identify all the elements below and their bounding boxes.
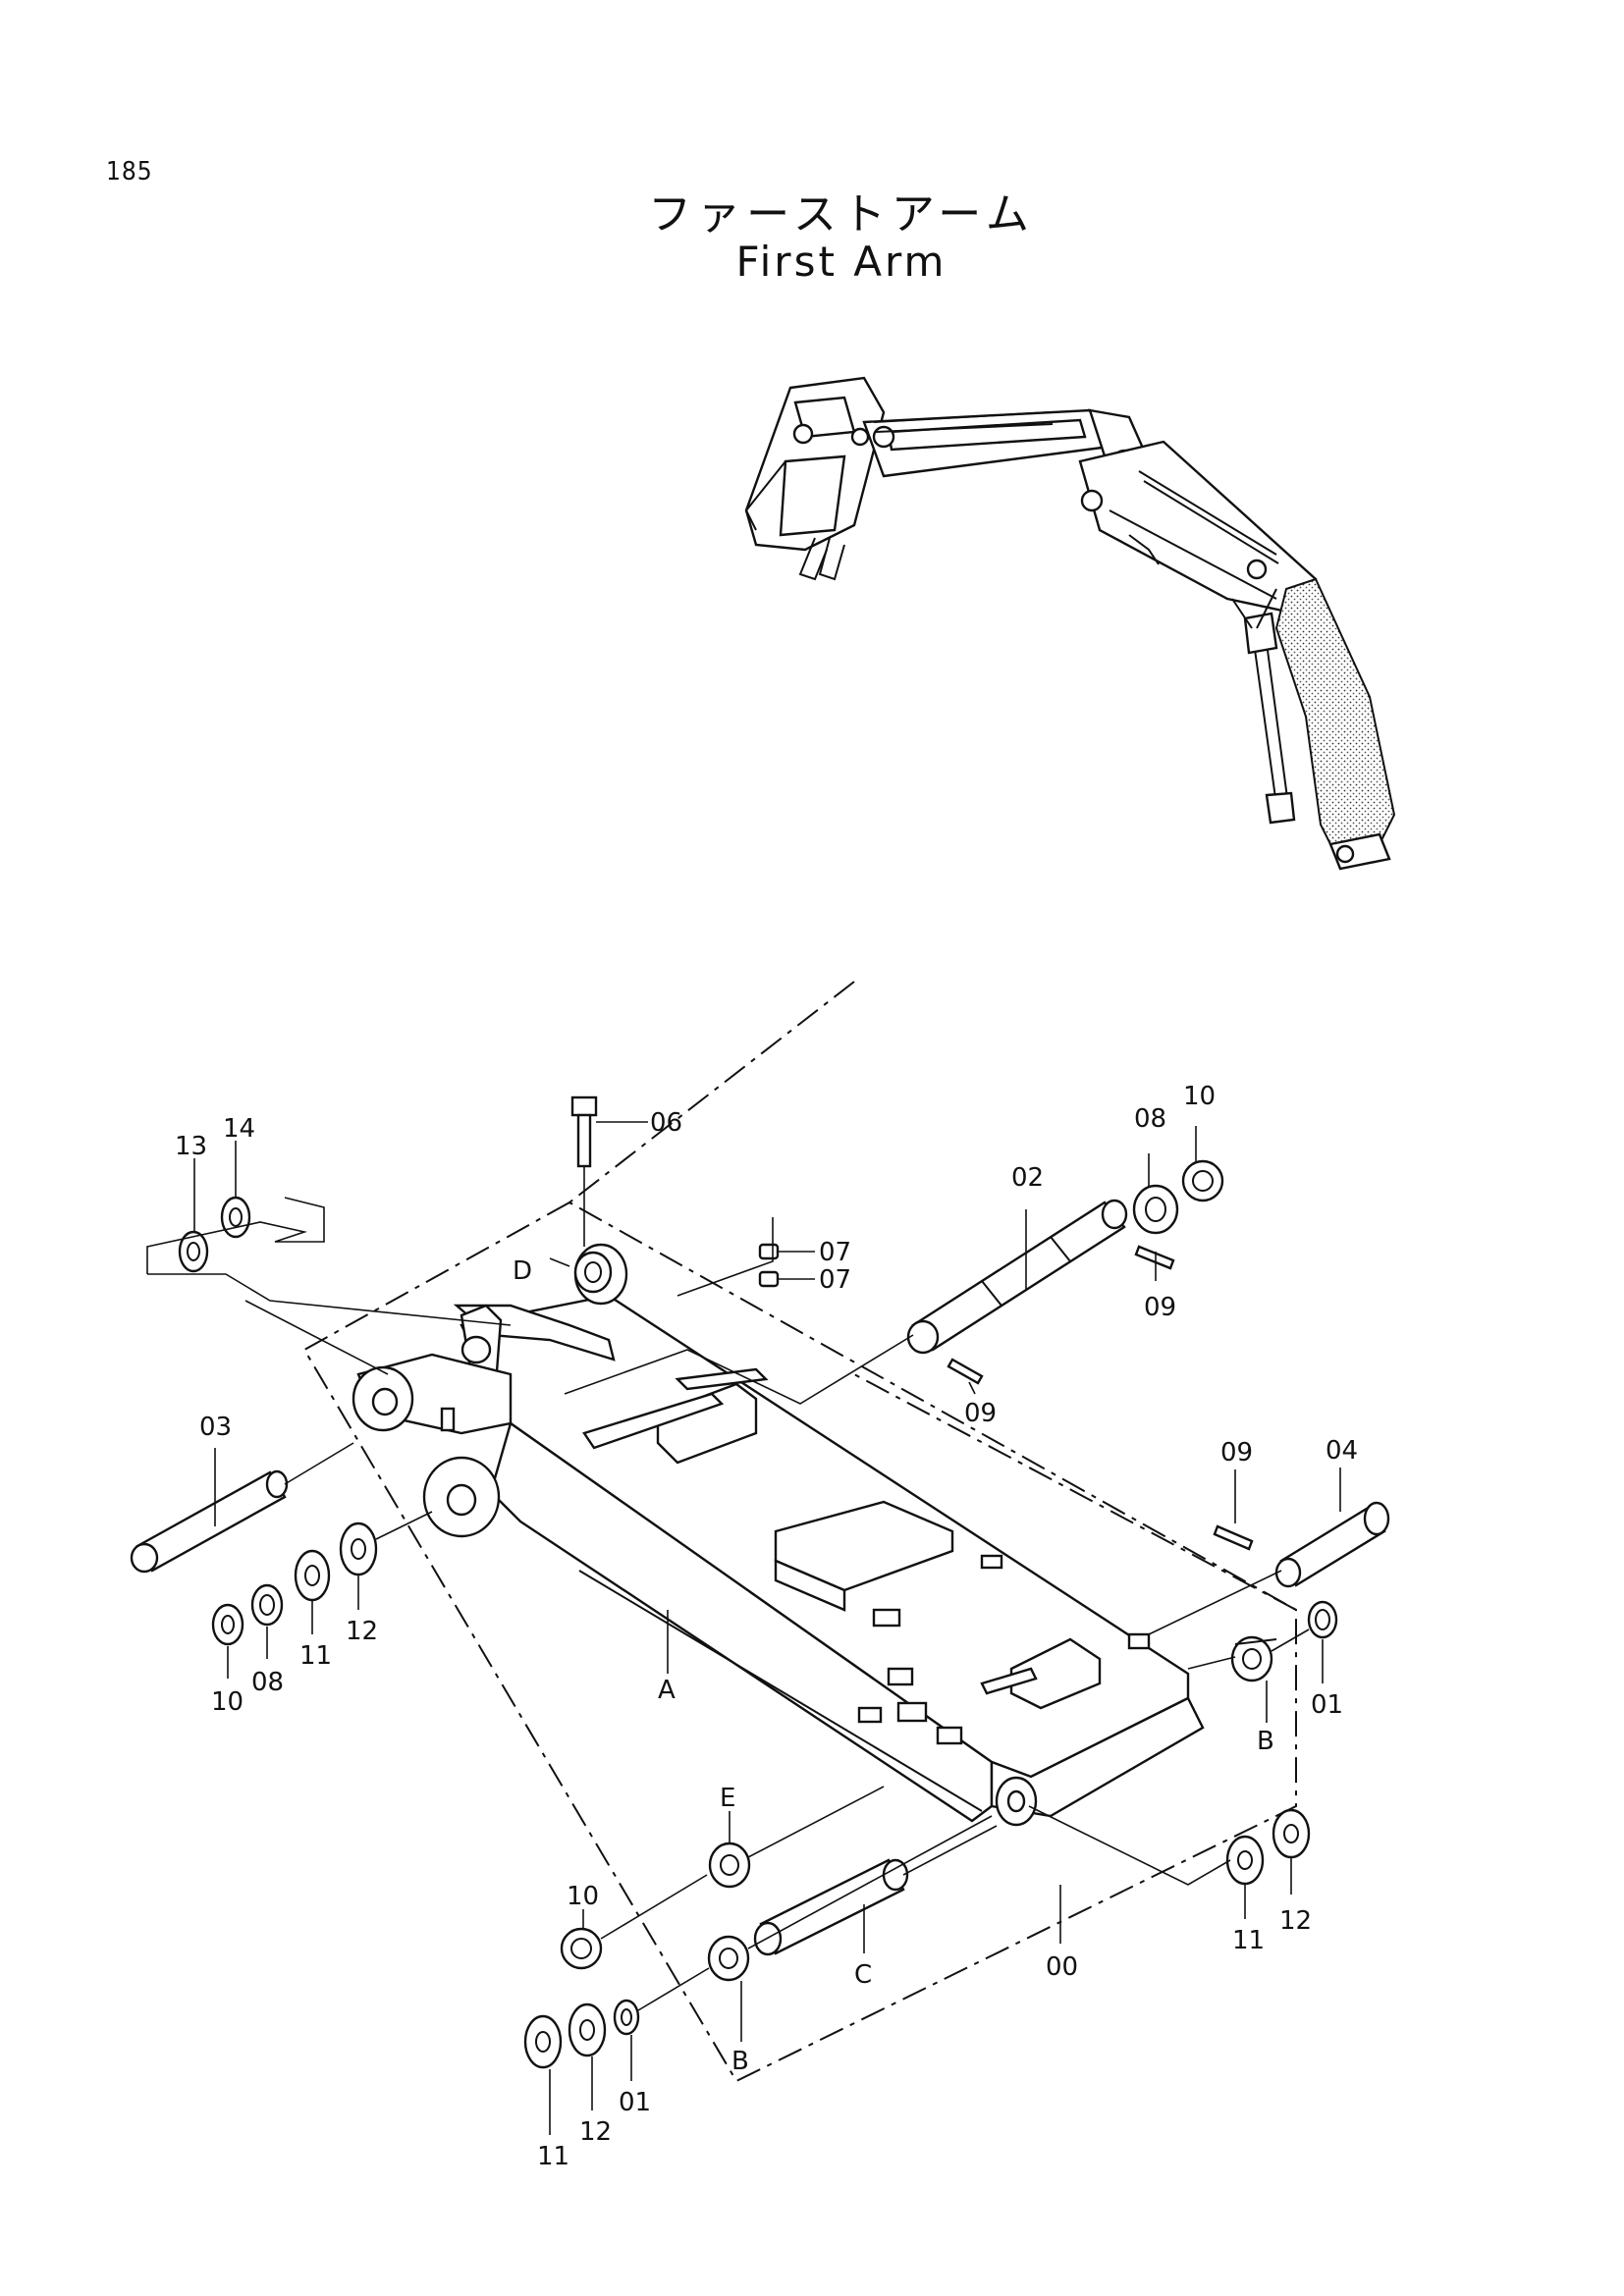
callout-09-right: 09 <box>1220 1438 1253 1468</box>
washer-11-right <box>1225 1835 1265 1886</box>
callout-09-middle: 09 <box>964 1399 997 1428</box>
ring-10-bottom <box>560 1927 603 1970</box>
callout-13: 13 <box>175 1132 207 1161</box>
leader-lines <box>146 1121 1341 2135</box>
callout-D: D <box>513 1256 532 1286</box>
title-english: First Arm <box>735 238 947 286</box>
callout-10-upper: 10 <box>1183 1082 1216 1111</box>
page-number: 185 <box>106 157 153 187</box>
pin-02 <box>906 1199 1128 1355</box>
callout-C: C <box>854 1960 872 1990</box>
bushing-B-right <box>1230 1635 1273 1682</box>
machine-overview-illustration <box>744 376 1396 871</box>
callout-10-bottom: 10 <box>567 1882 599 1911</box>
title-japanese: ファーストアーム <box>648 189 1035 240</box>
washer-12-right <box>1272 1808 1311 1859</box>
washer-12-bottom <box>568 2002 607 2057</box>
callout-09-upper: 09 <box>1144 1293 1176 1322</box>
callout-11-bottom: 11 <box>537 2142 569 2171</box>
callout-B-bottom: B <box>731 2047 749 2076</box>
callout-08-left: 08 <box>251 1668 284 1697</box>
snap-ring-01-bottom <box>613 1999 640 2036</box>
callout-labels: 13 14 06 D 07 07 02 08 10 09 09 03 09 04… <box>175 1082 1358 2171</box>
callout-12-right: 12 <box>1279 1906 1312 1936</box>
callout-11-left: 11 <box>299 1641 332 1671</box>
washer-13 <box>178 1230 209 1273</box>
callout-06: 06 <box>650 1108 682 1138</box>
washer-12-left <box>339 1522 378 1576</box>
pin-03 <box>130 1469 289 1574</box>
seal-08-upper <box>1132 1184 1179 1235</box>
washer-11-bottom <box>523 2014 563 2069</box>
callout-A: A <box>658 1676 676 1705</box>
callout-08-upper: 08 <box>1134 1104 1166 1134</box>
callout-E: E <box>720 1784 735 1813</box>
callout-11-right: 11 <box>1232 1926 1265 1955</box>
callout-B-right: B <box>1257 1727 1274 1756</box>
callout-12-left: 12 <box>346 1617 378 1646</box>
assembly-boundary <box>302 1201 1297 2083</box>
ring-10-upper <box>1181 1159 1224 1202</box>
callout-02: 02 <box>1011 1163 1044 1193</box>
callout-03: 03 <box>199 1413 232 1442</box>
callout-00: 00 <box>1046 1952 1078 1982</box>
ring-10-left <box>211 1603 244 1646</box>
callout-01-bottom: 01 <box>619 2088 651 2117</box>
arm-body-A <box>352 1294 1205 1827</box>
callout-01-right: 01 <box>1311 1690 1343 1720</box>
callout-10-left: 10 <box>211 1687 244 1717</box>
snap-ring-01-right <box>1307 1600 1338 1639</box>
callout-04: 04 <box>1326 1436 1358 1466</box>
washer-14 <box>220 1196 251 1239</box>
callout-14: 14 <box>223 1114 255 1144</box>
callout-12-bottom: 12 <box>579 2117 612 2147</box>
bolt-06 <box>570 1095 598 1168</box>
seal-08-left <box>250 1583 284 1627</box>
bushing-B-bottom <box>707 1935 750 1982</box>
callout-07-upper: 07 <box>819 1238 851 1267</box>
washer-11-left <box>294 1549 331 1602</box>
pin-04 <box>1274 1501 1390 1588</box>
seal-E <box>708 1842 751 1889</box>
callout-07-lower: 07 <box>819 1265 851 1295</box>
